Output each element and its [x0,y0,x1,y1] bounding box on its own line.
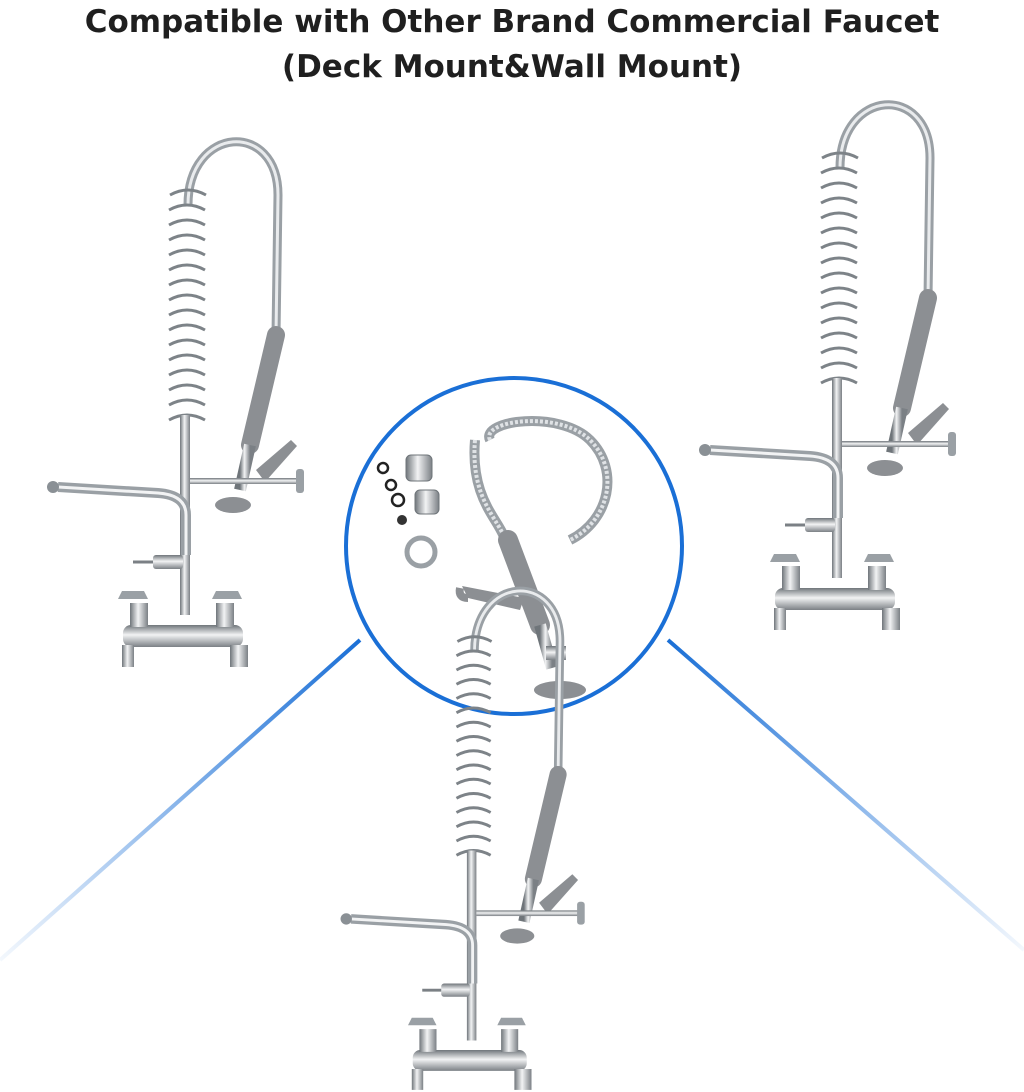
faucet-top-left [47,142,304,667]
title-line-2: (Deck Mount&Wall Mount) [281,49,743,85]
hose-and-spray-valve-kit-icon [344,376,684,716]
page-title: Compatible with Other Brand Commercial F… [0,0,1024,90]
connector-line-right [666,638,1024,952]
title-line-1: Compatible with Other Brand Commercial F… [84,4,940,40]
faucet-top-right [699,105,956,630]
connector-line-left [0,638,362,962]
